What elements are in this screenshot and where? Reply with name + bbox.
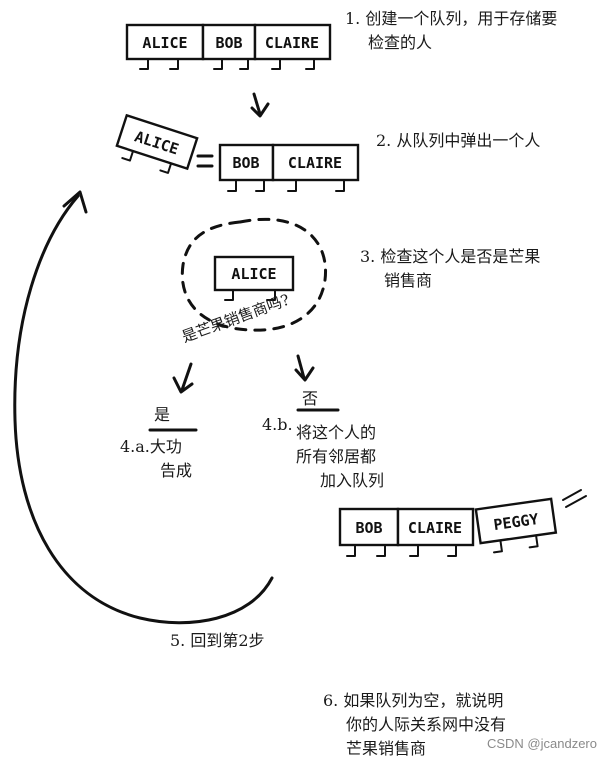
dashed-check-circle bbox=[180, 217, 328, 332]
step4b-desc-2: 所有邻居都 bbox=[296, 447, 376, 466]
queue-item-claire: CLAIRE bbox=[265, 34, 319, 52]
check-legs bbox=[224, 289, 276, 301]
popped-box bbox=[115, 113, 199, 171]
motion-lines bbox=[562, 489, 587, 508]
step1-label: 1. 创建一个队列，用于存储要 bbox=[345, 9, 557, 28]
step3-label-line2: 销售商 bbox=[384, 271, 432, 290]
queue-legs bbox=[139, 58, 315, 70]
step6-line1: 6. 如果队列为空，就说明 bbox=[323, 691, 503, 710]
queue-item-bob: BOB bbox=[232, 154, 259, 172]
step1-queue: ALICE BOB CLAIRE bbox=[125, 23, 332, 70]
step4a-label: 4.a.大功 bbox=[120, 437, 182, 456]
check-label-alice: ALICE bbox=[231, 265, 276, 283]
queue-box-bob bbox=[201, 23, 257, 61]
step6-line2: 你的人际关系网中没有 bbox=[346, 715, 506, 734]
queue-item-bob: BOB bbox=[215, 34, 242, 52]
check-box-alice bbox=[213, 255, 295, 292]
queue-item-claire: CLAIRE bbox=[288, 154, 342, 172]
popped-alice: ALICE bbox=[115, 113, 199, 174]
step3-label: 3. 检查这个人是否是芒果 bbox=[360, 247, 540, 266]
arrow-yes bbox=[172, 362, 194, 394]
step5-label: 5. 回到第2步 bbox=[170, 631, 265, 650]
peggy-joining: PEGGY bbox=[474, 497, 558, 554]
queue-item-bob: BOB bbox=[355, 519, 382, 537]
step4a-label-line2: 告成 bbox=[160, 461, 192, 480]
queue-box-peggy bbox=[474, 497, 558, 545]
loop-arrow-head bbox=[62, 190, 88, 214]
queue-box-alice bbox=[125, 23, 205, 61]
peggy-legs bbox=[493, 534, 539, 554]
check-question: 是芒果销售商吗? bbox=[180, 291, 292, 347]
queue-legs bbox=[346, 544, 457, 557]
queue-box-claire bbox=[396, 507, 475, 547]
step6-line3: 芒果销售商 bbox=[346, 739, 426, 758]
step4b-desc-1: 将这个人的 bbox=[296, 423, 376, 442]
popped-legs bbox=[121, 150, 173, 174]
queue-item-alice: ALICE bbox=[142, 34, 187, 52]
step2-label: 2. 从队列中弹出一个人 bbox=[376, 131, 540, 150]
queue-box-claire bbox=[271, 143, 360, 182]
arrow-no bbox=[294, 354, 315, 382]
step2-queue: BOB CLAIRE bbox=[218, 143, 360, 192]
equals-sign bbox=[196, 154, 214, 168]
step4b-answer: 否 bbox=[302, 389, 318, 408]
loop-back-arrow bbox=[13, 194, 274, 625]
watermark: CSDN @jcandzero bbox=[486, 736, 597, 751]
step1-label-line2: 检查的人 bbox=[368, 33, 432, 52]
step4a-answer: 是 bbox=[154, 405, 170, 424]
queue-legs bbox=[227, 179, 345, 192]
queue-item-claire: CLAIRE bbox=[408, 519, 462, 537]
step4b-desc-3: 加入队列 bbox=[320, 471, 384, 490]
check-person: ALICE bbox=[213, 255, 295, 301]
step4b-label: 4.b. bbox=[262, 415, 293, 434]
queue-box-claire bbox=[253, 23, 332, 61]
step4b-queue: BOB CLAIRE bbox=[338, 507, 475, 557]
queue-box-bob bbox=[218, 143, 275, 182]
arrow-down-1 bbox=[250, 92, 270, 118]
